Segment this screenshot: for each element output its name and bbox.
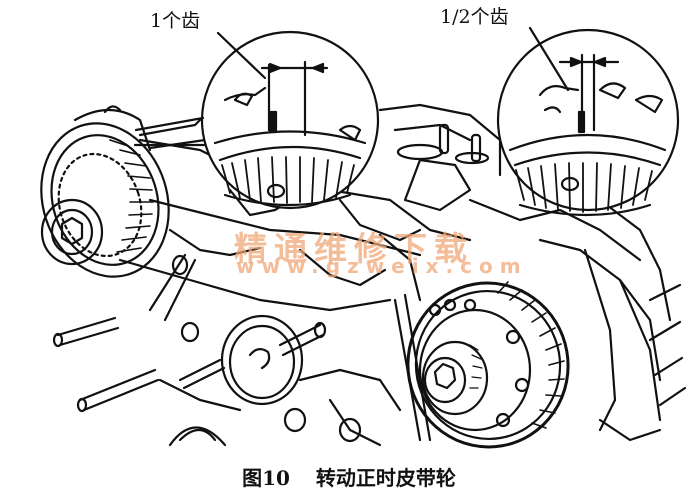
figure-title: 转动正时皮带轮 — [315, 466, 456, 490]
right-detail-circle — [496, 26, 680, 217]
right-camshaft-pulley — [393, 281, 570, 449]
engine-block-lines — [118, 103, 687, 447]
callout-half-tooth: 1/2个齿 — [440, 6, 509, 28]
water-pump-pulley — [168, 314, 362, 447]
watermark-text: 精通维修下载 — [234, 229, 474, 268]
figure-number: 图10 — [242, 466, 290, 490]
callout-one-tooth: 1个齿 — [150, 10, 201, 32]
watermark-url: www.gzweix.com — [236, 254, 528, 278]
left-camshaft-pulley — [40, 105, 207, 278]
figure-caption: 图10 转动正时皮带轮 — [0, 462, 698, 491]
left-bolts — [52, 253, 226, 413]
left-detail-circle — [133, 30, 380, 210]
